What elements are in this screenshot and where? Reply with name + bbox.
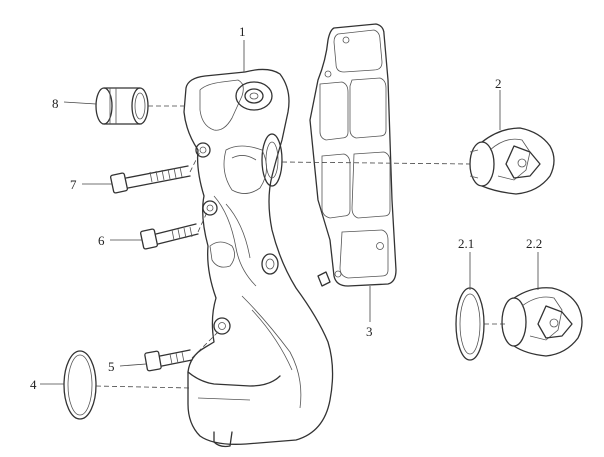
bolt-part-6 — [140, 223, 199, 250]
callout-7: 7 — [70, 177, 77, 192]
callout-2-2: 2.2 — [526, 236, 542, 251]
sleeve-part-8 — [95, 87, 149, 125]
seal-ring-part-2-1 — [455, 287, 485, 361]
bolt-part-7 — [110, 165, 191, 194]
callout-6: 6 — [98, 233, 105, 248]
bolt-part-5 — [144, 349, 193, 372]
callout-3: 3 — [366, 324, 373, 339]
callout-2-1: 2.1 — [458, 236, 474, 251]
callout-8: 8 — [52, 96, 59, 111]
housing-part-1 — [183, 68, 334, 448]
o-ring-part-4 — [63, 350, 97, 420]
callout-2: 2 — [495, 76, 502, 91]
thermostat-part-2-2 — [501, 287, 583, 357]
gasket-part-3 — [309, 23, 397, 287]
callout-5: 5 — [108, 359, 115, 374]
callout-4: 4 — [30, 377, 37, 392]
thermostat-part-2 — [469, 127, 555, 195]
callout-1: 1 — [239, 24, 246, 39]
